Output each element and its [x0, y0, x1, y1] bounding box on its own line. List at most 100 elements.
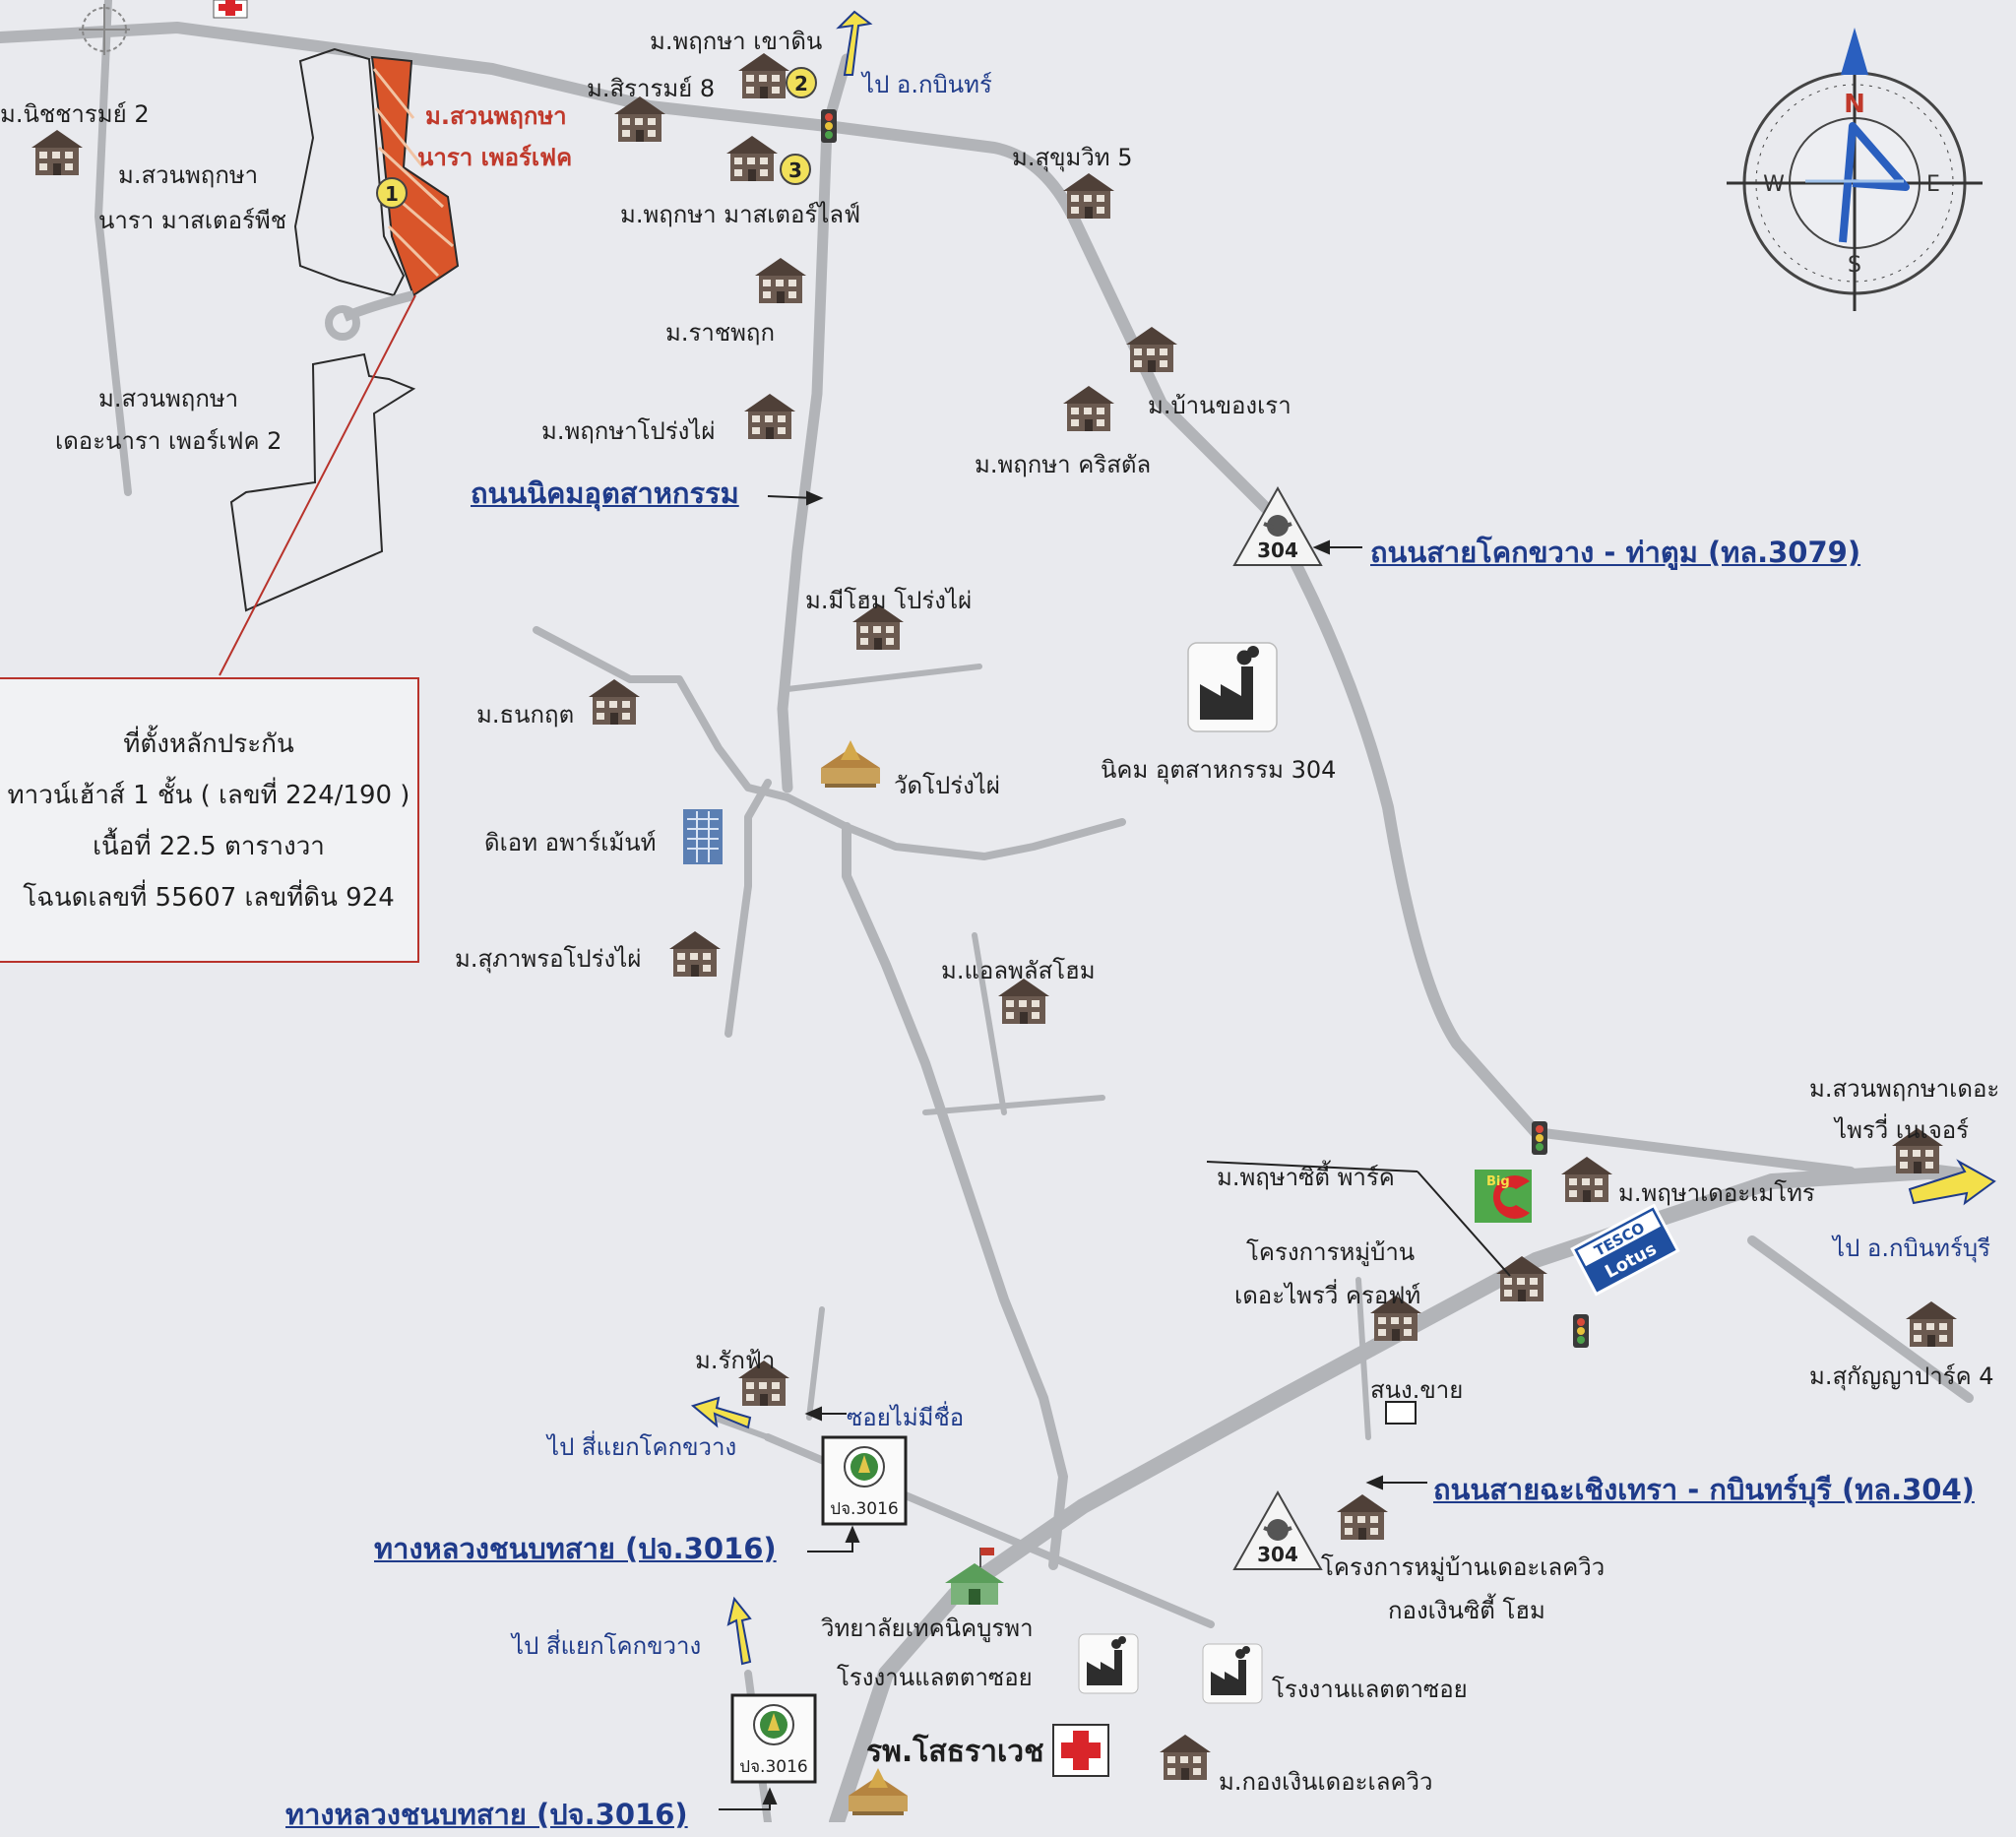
subject-plot [219, 47, 460, 676]
compass-n: N [1844, 90, 1865, 119]
house-icon [755, 258, 806, 303]
label-soi-no-name: ซอยไม่มีชื่อ [847, 1404, 965, 1431]
label-supaporn: ม.สุภาพรอโปร่งไผ่ [455, 945, 642, 973]
label-all-plus: ม.แอลพลัสโฮม [941, 957, 1096, 984]
compass-e: E [1926, 172, 1940, 197]
big-c-label: Big [1486, 1174, 1510, 1189]
label-college: วิทยาลัยเทคนิคบูรพา [821, 1615, 1034, 1642]
info-area: เนื้อที่ 22.5 ตารางวา [93, 832, 325, 861]
house-icon [726, 136, 778, 181]
rural-road-marker-icon: ปจ.3016 [821, 1435, 908, 1526]
house-icon [1337, 1494, 1388, 1540]
house-icon [32, 130, 83, 175]
label-hospital: รพ.โสธราเวช [866, 1735, 1044, 1769]
tesco-lotus-logo: TESCO Lotus [1570, 1203, 1680, 1297]
arrow-to-kabin-icon [836, 10, 873, 76]
house-icon [1063, 386, 1114, 431]
label-privy-croft-2: เดอะไพรวี่ ครอฟท์ [1234, 1282, 1421, 1309]
road-title-khokkhwang[interactable]: ถนนสายโคกขวาง - ท่าตูม (ทล.3079) [1370, 536, 1861, 569]
traffic-light-icon [1573, 1314, 1589, 1348]
marker-label: ปจ.3016 [830, 1499, 898, 1519]
label-suan-perfect2-b: เดอะนารา เพอร์เฟค 2 [55, 427, 283, 455]
label-suan-privy-2: ไพรวี่ เนเจอร์ [1835, 1116, 1970, 1144]
label-suan-masterpeach: ม.สวนพฤกษา [118, 161, 259, 189]
label-pruksa-metro: ม.พฤษาเดอะเมโทร [1618, 1179, 1815, 1207]
house-icon [1561, 1157, 1612, 1202]
school-icon [945, 1548, 1004, 1605]
house-icon [669, 931, 721, 977]
compass-rose-icon: N E S W [1727, 28, 1983, 311]
label-nitcharam2: ม.นิชชารมย์ 2 [0, 100, 150, 128]
label-thanakrit: ม.ธนกฤต [476, 701, 575, 728]
apartment-icon [683, 809, 723, 864]
road-title-rural-3016-b[interactable]: ทางหลวงชนบทสาย (ปจ.3016) [285, 1798, 688, 1831]
garuda-highway-shield-icon: 304 [1232, 1490, 1323, 1571]
road-title-nikhom[interactable]: ถนนนิคมอุตสาหกรรม [471, 476, 739, 510]
plot-pin-2[interactable]: 2 [786, 67, 817, 98]
factory-icon [1202, 1643, 1263, 1704]
label-pruksa-crystal: ม.พฤกษา คริสตัล [975, 451, 1152, 478]
arrow-to-kokkhwang-icon [690, 1396, 752, 1429]
road-title-rural-3016[interactable]: ทางหลวงชนบทสาย (ปจ.3016) [374, 1532, 777, 1565]
info-house-type: ทาวน์เฮ้าส์ 1 ชั้น ( เลขที่ 224/190 ) [7, 781, 410, 810]
label-land-office: สนง.ขาย [1370, 1376, 1464, 1404]
pointer-arrows [719, 490, 1511, 1810]
label-pruksa-city: ม.พฤษาซิตี้ พาร์ค [1217, 1164, 1395, 1191]
info-deed: โฉนดเลขที่ 55607 เลขที่ดิน 924 [23, 883, 395, 913]
label-latex-2: โรงงานแลตตาซอย [1272, 1676, 1468, 1703]
label-to-kokkhwang-2: ไป สี่แยกโคกขวาง [512, 1632, 702, 1660]
hw-304-label: 304 [1257, 1543, 1298, 1566]
label-the-apartment: ดิเอท อพาร์เม้นท์ [484, 829, 657, 856]
house-icon [1063, 173, 1114, 219]
collateral-info-box: ที่ตั้งหลักประกัน ทาวน์เฮ้าส์ 1 ชั้น ( เ… [0, 677, 419, 963]
label-to-kabinburi: ไป อ.กบินทร์บุรี [1833, 1235, 1990, 1262]
factory-icon [1187, 642, 1278, 732]
arrow-to-kabinburi-icon [1908, 1159, 1996, 1206]
label-ratchapruk: ม.ราชพฤก [665, 319, 775, 347]
traffic-light-icon [1532, 1121, 1547, 1155]
land-office-marker [1385, 1401, 1417, 1425]
house-icon [744, 394, 795, 439]
compass-s: S [1848, 253, 1861, 278]
label-to-kabin: ไป อ.กบินทร์ [862, 71, 992, 98]
label-suan-perfect2: ม.สวนพฤกษา [98, 385, 239, 412]
arrow-to-kokkhwang2-icon [726, 1596, 752, 1666]
label-to-kokkhwang: ไป สี่แยกโคกขวาง [547, 1433, 737, 1461]
label-rakfa: ม.รักฟ้า [695, 1347, 776, 1374]
label-pruksa-prongpai: ม.พฤกษาโปร่งไผ่ [541, 417, 716, 445]
big-c-logo: Big [1475, 1170, 1532, 1223]
label-latex-1: โรงงานแลตตาซอย [837, 1664, 1033, 1691]
traffic-light-icon [821, 109, 837, 143]
label-wat-prongpai: วัดโปร่งไผ่ [894, 772, 1000, 799]
crosshair-icon [79, 4, 130, 55]
hospital-top-icon [213, 0, 248, 19]
label-suan-privy: ม.สวนพฤกษาเดอะ [1809, 1075, 2000, 1103]
road-title-chachoengsao[interactable]: ถนนสายฉะเชิงเทรา - กบินทร์บุรี (ทล.304) [1433, 1473, 1975, 1506]
factory-icon [1078, 1633, 1139, 1694]
label-subject-village-2: นารา เพอร์เฟค [417, 144, 573, 171]
label-nikhom304: นิคม อุตสาหกรรม 304 [1101, 756, 1337, 784]
label-baan-khong-rao: ม.บ้านของเรา [1148, 392, 1292, 419]
house-icon [1906, 1301, 1957, 1347]
hw-304-label: 304 [1257, 538, 1298, 562]
label-suan-masterpeach-2: นารา มาสเตอร์พีช [98, 207, 287, 234]
compass-w: W [1763, 172, 1785, 197]
label-sukhumvit5: ม.สุขุมวิท 5 [1012, 144, 1133, 171]
rural-road-marker-icon: ปจ.3016 [730, 1693, 817, 1784]
plot-pin-1[interactable]: 1 [376, 177, 408, 209]
label-subject-village: ม.สวนพฤกษา [425, 102, 567, 130]
label-pruksa-masterlife: ม.พฤกษา มาสเตอร์ไลฟ์ [620, 201, 861, 228]
road-network [0, 0, 1977, 1822]
label-privy-croft: โครงการหมู่บ้าน [1246, 1238, 1416, 1266]
plot-pin-3[interactable]: 3 [780, 154, 811, 185]
garuda-highway-shield-icon: 304 [1232, 486, 1323, 567]
label-lakeview-2: กองเงินซิตี้ โฮม [1388, 1597, 1545, 1624]
pin-1-label: 1 [385, 182, 399, 206]
house-icon [1160, 1735, 1211, 1780]
marker-label: ปจ.3016 [739, 1757, 807, 1777]
house-icon [589, 679, 640, 725]
label-pruksa-khaodin: ม.พฤกษา เขาดิน [650, 28, 823, 55]
label-kongngern: ม.กองเงินเดอะเลควิว [1219, 1768, 1433, 1796]
label-sirarom8: ม.สิรารมย์ 8 [587, 75, 716, 102]
